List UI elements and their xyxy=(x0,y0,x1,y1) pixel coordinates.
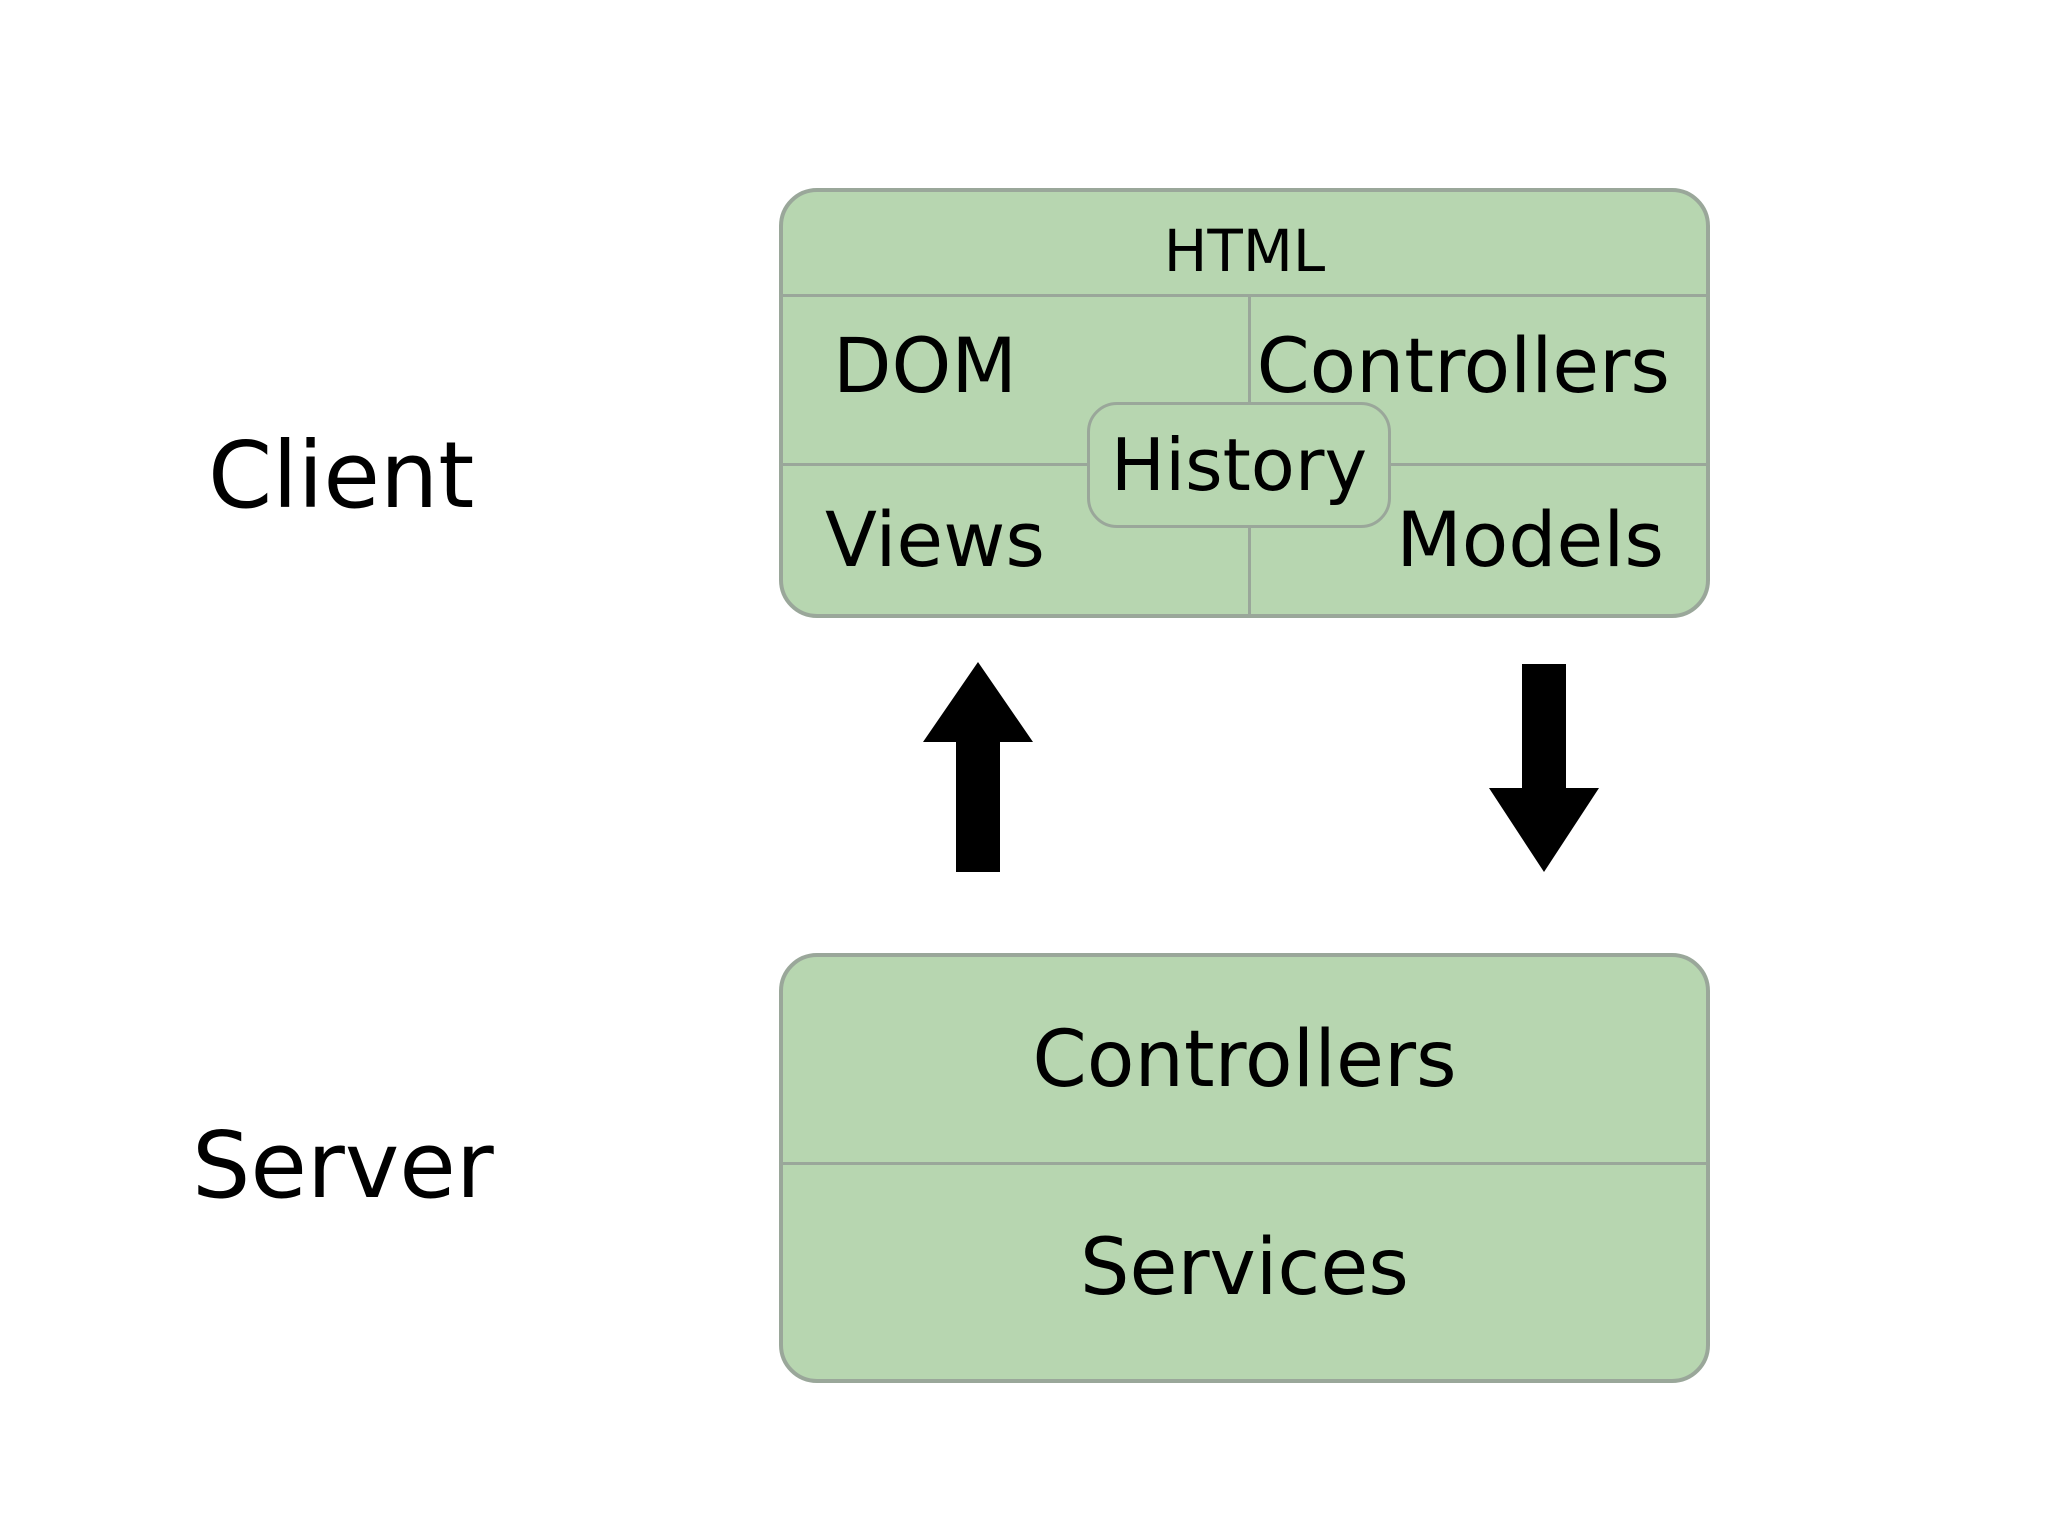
down-arrow xyxy=(1489,664,1599,872)
server-divider xyxy=(783,1162,1706,1165)
client-label: Client xyxy=(208,422,475,529)
dom-label: DOM xyxy=(833,321,1017,410)
server-label: Server xyxy=(192,1112,494,1219)
html-label: HTML xyxy=(1163,217,1326,285)
client-controllers-label: Controllers xyxy=(1256,321,1670,410)
history-pill: History xyxy=(1087,402,1391,528)
services-label: Services xyxy=(1080,1223,1409,1313)
server-controllers-label: Controllers xyxy=(1032,1015,1457,1105)
up-arrow xyxy=(923,662,1033,872)
server-box: Controllers Services xyxy=(779,953,1710,1383)
views-label: Views xyxy=(825,495,1045,584)
history-label: History xyxy=(1110,423,1368,507)
models-label: Models xyxy=(1396,495,1664,584)
client-header-divider xyxy=(783,294,1706,297)
client-box: HTML DOM Controllers Views Models Histor… xyxy=(779,188,1710,618)
